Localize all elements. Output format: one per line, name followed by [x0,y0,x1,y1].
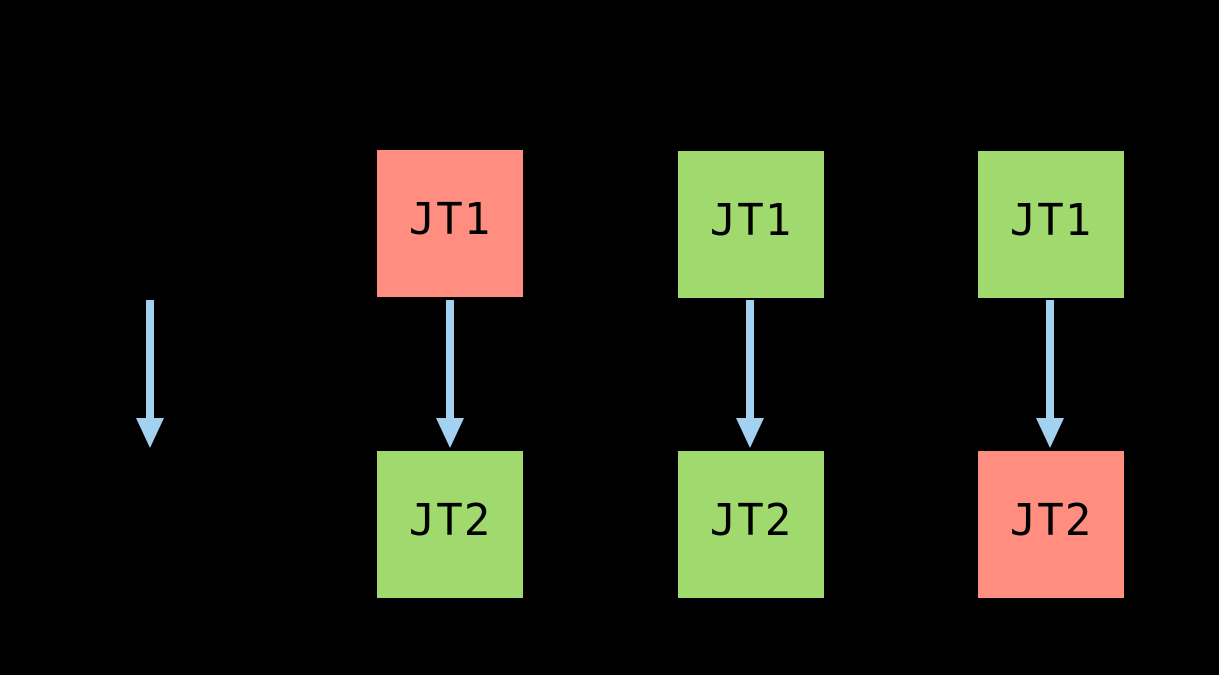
node-jt1-column-2: JT1 [678,151,824,298]
node-jt1-column-3: JT1 [978,151,1124,298]
arrow-shaft [746,300,754,418]
node-jt2-column-3: JT2 [978,451,1124,598]
down-arrow-icon-column-2 [736,300,764,448]
arrow-shaft [446,300,454,418]
arrow-head [736,418,764,448]
arrow-head [136,418,164,448]
node-jt2-column-2: JT2 [678,451,824,598]
arrow-shaft [1046,300,1054,418]
down-arrow-icon-column-3 [1036,300,1064,448]
arrow-head [1036,418,1064,448]
node-jt2-column-1: JT2 [377,451,523,598]
node-jt1-column-1: JT1 [377,150,523,297]
down-arrow-icon-column-1 [436,300,464,448]
arrow-shaft [146,300,154,418]
standalone-down-arrow-icon [136,300,164,448]
arrow-head [436,418,464,448]
